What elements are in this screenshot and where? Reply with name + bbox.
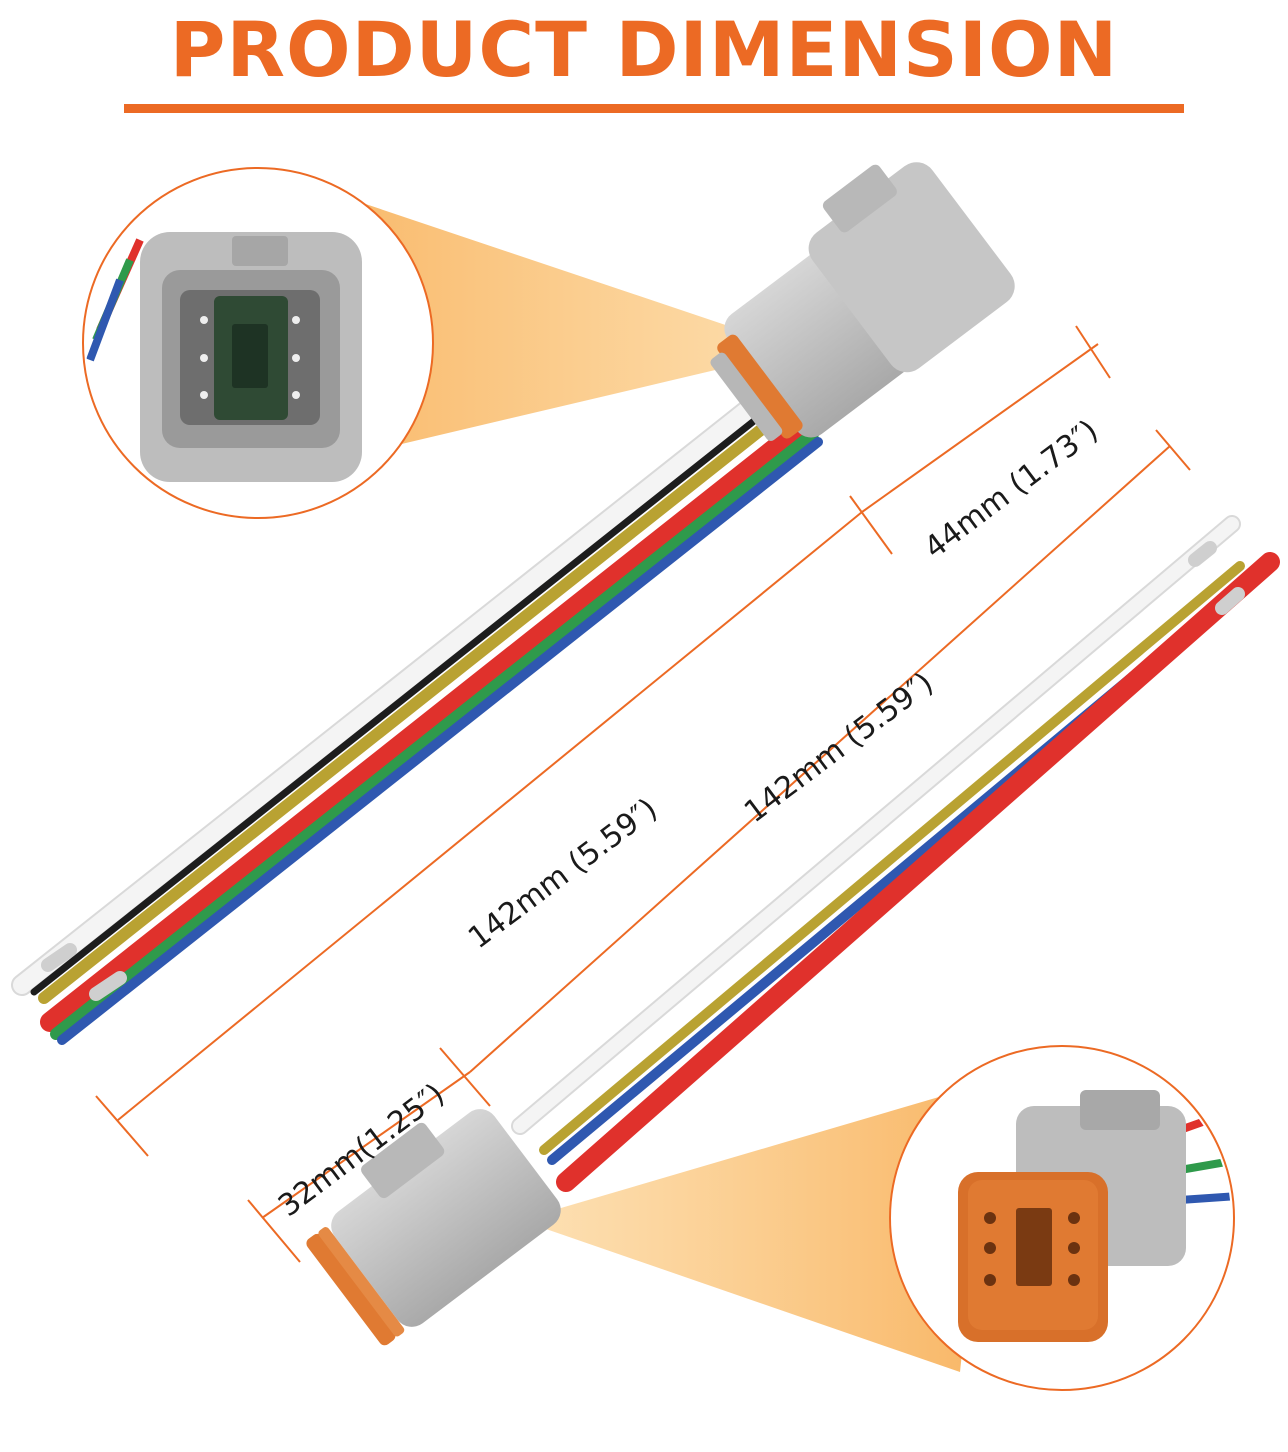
zoom-circle-female-face — [889, 1045, 1235, 1391]
title-underline — [124, 104, 1184, 113]
dim-line-44mm — [861, 343, 1099, 513]
dim-line-32mm — [261, 1071, 471, 1219]
callout-beam-bottom — [520, 1082, 990, 1372]
dim-line-142mm-bottom — [469, 445, 1171, 1073]
top-wire-bundle — [11, 375, 823, 1045]
zoom-circle-male-face — [82, 167, 434, 519]
dim-line-142mm-top — [117, 511, 863, 1121]
dimension-lines — [95, 325, 1191, 1263]
page-title: PRODUCT DIMENSION — [169, 5, 1119, 94]
male-connector-top — [710, 162, 1015, 441]
female-connector-bottom — [306, 1109, 561, 1346]
bottom-wire-bundle — [511, 515, 1280, 1192]
